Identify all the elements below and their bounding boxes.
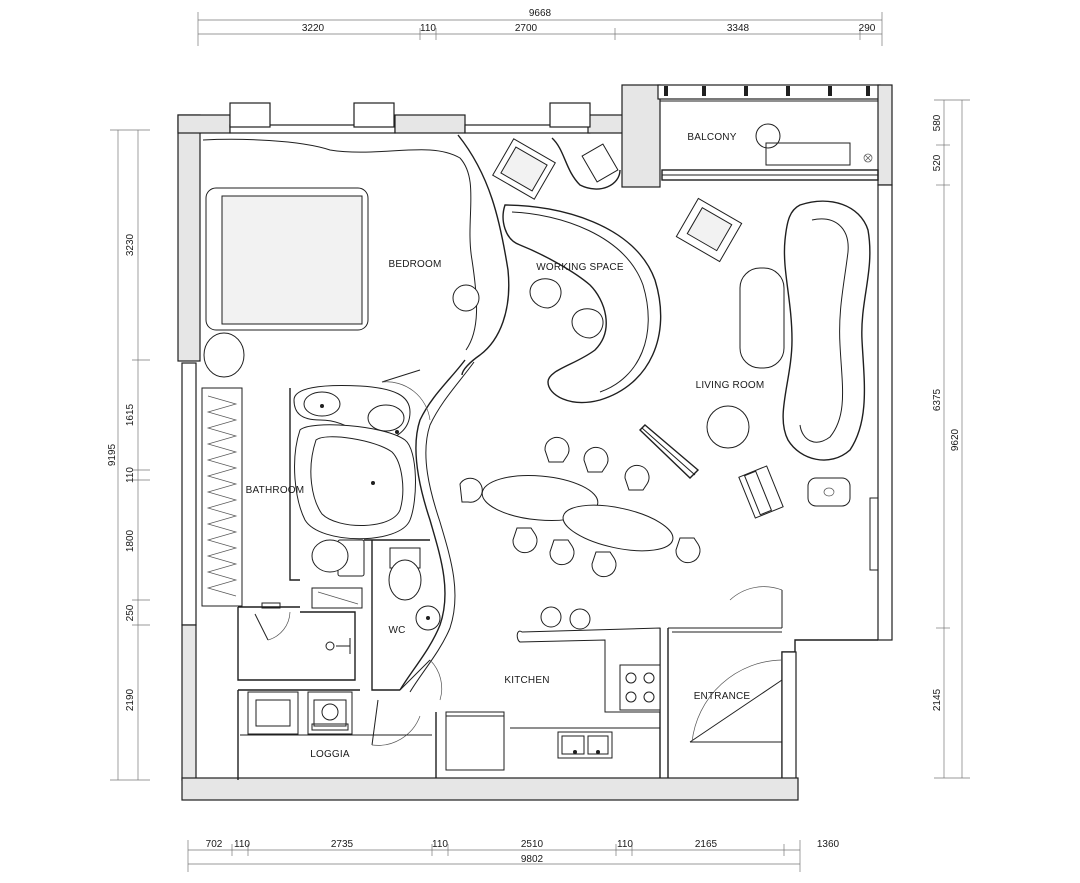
bedroom-area <box>202 134 510 378</box>
room-label-entrance: ENTRANCE <box>694 691 751 702</box>
dim-right-segment: 580 <box>932 114 943 131</box>
dim-left-segment: 1615 <box>125 403 136 426</box>
dim-top-segment: 110 <box>420 23 436 34</box>
dim-top-segment: 3220 <box>302 23 325 34</box>
dim-bottom-segment: 2510 <box>521 839 544 850</box>
kitchen-area <box>435 606 669 778</box>
dim-bottom-total: 9802 <box>521 854 544 865</box>
bathroom-area <box>201 385 416 609</box>
dim-bottom-segment: 1360 <box>817 839 840 850</box>
room-label-kitchen: KITCHEN <box>504 675 549 686</box>
dim-right-total: 9620 <box>950 428 961 451</box>
utility-area <box>237 602 356 681</box>
entrance-area <box>668 497 879 743</box>
dim-left-segment: 3230 <box>125 233 136 256</box>
dim-top-segment: 290 <box>859 23 876 34</box>
dim-bottom-segment: 110 <box>617 839 633 850</box>
dimension-lines <box>110 12 970 872</box>
dim-top-segment: 2700 <box>515 23 538 34</box>
dim-top-segment: 3348 <box>727 23 750 34</box>
exterior-walls <box>177 84 893 801</box>
dim-bottom-segment: 110 <box>432 839 448 850</box>
room-label-wc: WC <box>388 625 405 636</box>
room-labels: BEDROOM WORKING SPACE BALCONY LIVING ROO… <box>246 132 765 760</box>
room-label-bedroom: BEDROOM <box>388 259 441 270</box>
dim-right-segment: 2145 <box>932 688 943 711</box>
dim-left-segment: 2190 <box>125 688 136 711</box>
dim-bottom-segment: 702 <box>206 839 223 850</box>
dim-bottom-segment: 110 <box>234 839 250 850</box>
dim-left-total: 9195 <box>107 443 118 466</box>
dim-right-segment: 520 <box>932 154 943 171</box>
balcony-details <box>660 86 879 181</box>
dim-left-segment: 1800 <box>125 529 136 552</box>
dining-area <box>459 436 701 578</box>
dim-left-segment: 110 <box>125 467 136 483</box>
dim-bottom-segment: 2165 <box>695 839 718 850</box>
room-label-balcony: BALCONY <box>687 132 736 143</box>
room-label-working-space: WORKING SPACE <box>536 262 624 273</box>
wc-area <box>364 369 443 746</box>
dimension-texts: 9668 3220 110 2700 3348 290 702 110 2735… <box>107 8 961 865</box>
loggia-area <box>237 689 432 780</box>
room-label-loggia: LOGGIA <box>310 749 350 760</box>
working-space-area <box>492 137 662 404</box>
dim-right-segment: 6375 <box>932 388 943 411</box>
dim-bottom-segment: 2735 <box>331 839 354 850</box>
dim-top-total: 9668 <box>529 8 552 19</box>
room-label-living-room: LIVING ROOM <box>696 380 765 391</box>
living-room-area <box>638 197 871 519</box>
room-label-bathroom: BATHROOM <box>246 485 305 496</box>
dim-left-segment: 250 <box>125 604 136 621</box>
curved-partition <box>399 359 475 693</box>
